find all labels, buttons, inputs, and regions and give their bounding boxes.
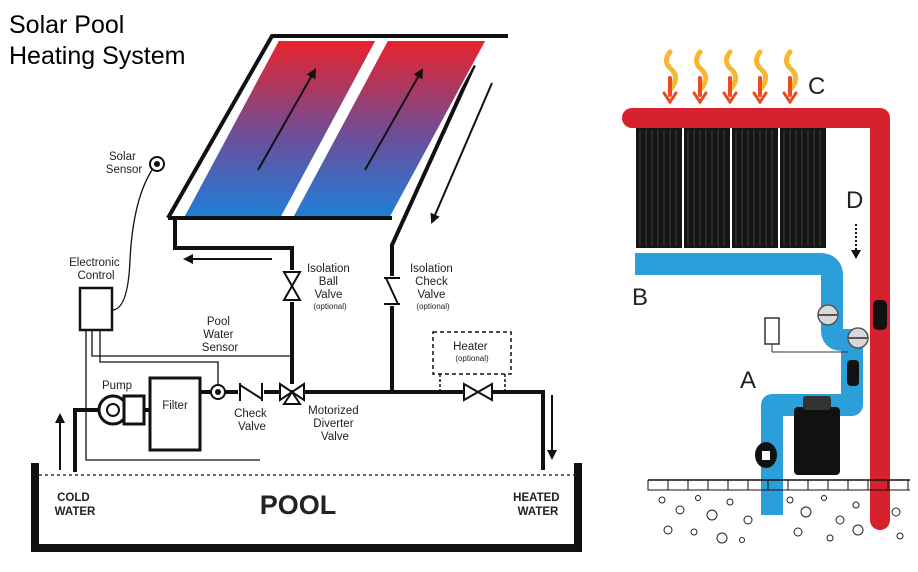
- pump: [97, 394, 146, 426]
- collector-return-pipe: [173, 216, 294, 384]
- right-system-diagram: C B A D: [620, 38, 910, 548]
- gravel: [658, 495, 904, 544]
- collector-supply-pipe: [390, 64, 476, 392]
- cold-water-label: COLD WATER: [55, 492, 96, 518]
- control-wire-ground: [85, 330, 260, 461]
- electronic-control-box: [78, 286, 114, 332]
- solar-collector-frame: [166, 34, 508, 220]
- pump-unit: [755, 442, 777, 468]
- heated-water-label: HEATED WATER: [513, 492, 563, 518]
- page-title: Solar Pool Heating System: [9, 10, 185, 72]
- solar-sensor: [149, 156, 165, 172]
- check-valve-symbol: [238, 383, 264, 401]
- pool-water-sensor-label: Pool Water Sensor: [202, 316, 239, 354]
- filter-tank: [794, 407, 840, 475]
- heater-label: Heater (optional): [453, 341, 491, 363]
- filter-tank-top: [803, 396, 831, 410]
- cold-header-pipe: [635, 253, 863, 515]
- controller-box: [764, 317, 780, 345]
- label-d: D: [846, 187, 863, 214]
- title-line-1: Solar Pool: [9, 11, 125, 39]
- control-wire-sensor: [111, 169, 153, 311]
- valve-upper: [817, 304, 839, 326]
- panel-flow-arrow-1: [257, 68, 316, 171]
- collector-panel-1: [183, 41, 376, 218]
- isolation-ball-valve-symbol: [282, 270, 302, 302]
- supply-flow-arrow: [430, 82, 493, 224]
- isolation-ball-valve-label: Isolation Ball Valve (optional): [307, 263, 353, 311]
- pool-basin: [31, 463, 582, 552]
- pool-label: POOL: [260, 490, 337, 520]
- title-line-2: Heating System: [9, 42, 186, 70]
- sun-heat-waves: [662, 49, 798, 105]
- label-c: C: [808, 73, 825, 100]
- heater-valve-symbol: [463, 382, 493, 402]
- check-valve-hot-line: [873, 300, 887, 330]
- electronic-control-label: Electronic Control: [69, 257, 123, 282]
- heater-box: [432, 331, 512, 375]
- panel-flow-arrow-2: [364, 68, 423, 171]
- solar-sensor-label: Solar Sensor: [106, 151, 143, 176]
- check-valve-cold-line: [847, 360, 859, 386]
- motorized-diverter-valve-symbol: [279, 382, 305, 405]
- check-valve-label: Check Valve: [234, 408, 270, 433]
- filter: [148, 376, 202, 452]
- ground-pattern: [647, 480, 910, 491]
- isolation-check-valve-symbol: [384, 276, 400, 306]
- filter-label: Filter: [162, 400, 188, 412]
- heater-bypass: [439, 374, 506, 392]
- valve-lower: [847, 327, 869, 349]
- collector-tubes: [636, 128, 826, 248]
- motorized-diverter-valve-label: Motorized Diverter Valve: [308, 405, 362, 443]
- label-a: A: [740, 367, 756, 394]
- control-wire-pump: [91, 330, 293, 380]
- left-system-diagram: POOL COLD WATER HEATED WATER Pump Filter: [31, 34, 582, 552]
- down-arrow-icon: [851, 224, 861, 259]
- control-wire-pool-sensor: [99, 330, 219, 384]
- suction-pipe: [73, 408, 100, 472]
- pump-label: Pump: [102, 380, 132, 392]
- pool-water-sensor: [210, 384, 226, 400]
- hot-header-pipe: [622, 108, 890, 530]
- label-b: B: [632, 284, 648, 311]
- isolation-check-valve-label: Isolation Check Valve (optional): [410, 263, 456, 311]
